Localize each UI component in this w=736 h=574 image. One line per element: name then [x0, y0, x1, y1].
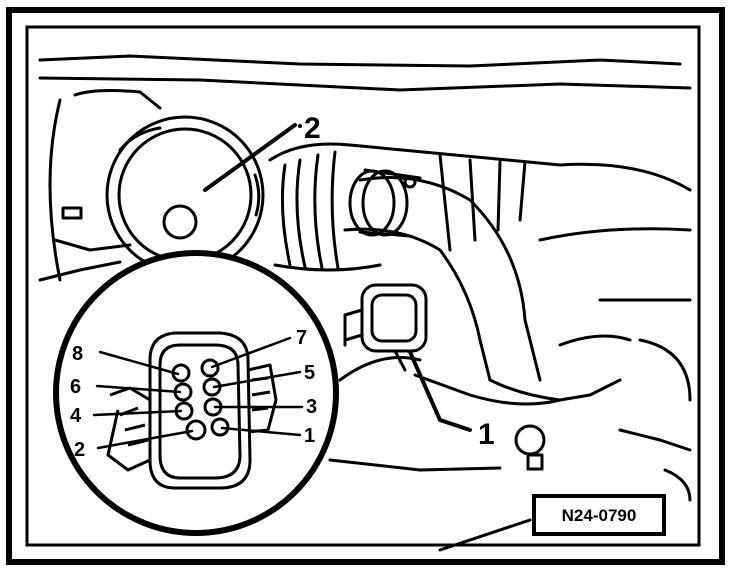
engine-background	[38, 54, 692, 552]
inner-frame	[25, 25, 701, 547]
pin-label-4: 4	[70, 405, 82, 427]
pin-label-1: 1	[304, 425, 315, 447]
pin-label-2: 2	[74, 439, 85, 461]
pin-label-5: 5	[304, 362, 315, 384]
magnified-connector	[53, 250, 339, 536]
reference-number: N24-0790	[562, 506, 637, 525]
callout-label-cap: 2	[304, 112, 321, 145]
callout-leaders	[203, 123, 472, 432]
reference-box	[532, 494, 666, 536]
pin-label-7: 7	[296, 327, 307, 349]
pin-label-8: 8	[72, 343, 83, 365]
callout-label-sensor: 1	[478, 418, 495, 451]
pin-label-3: 3	[306, 396, 317, 418]
pin-label-6: 6	[70, 376, 81, 398]
